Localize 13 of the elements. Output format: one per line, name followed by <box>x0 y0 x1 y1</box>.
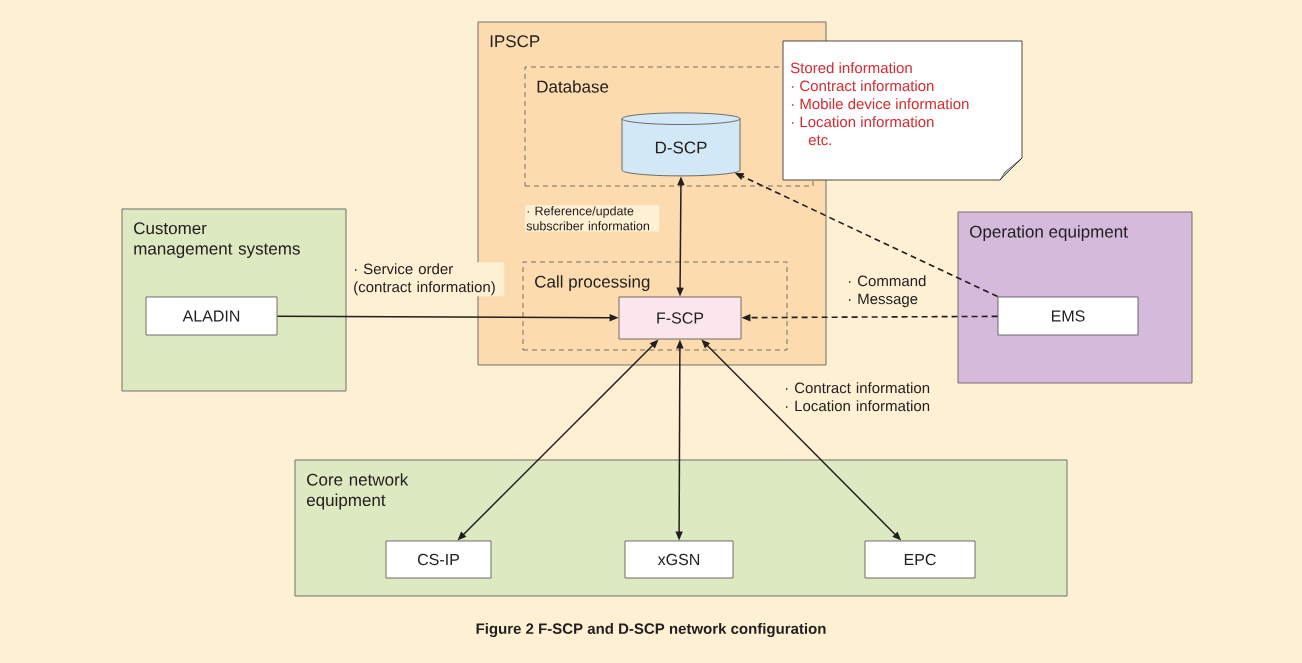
process-box: ALADIN <box>145 296 278 336</box>
edge-label: · Reference/update subscriber information <box>525 205 660 232</box>
figure-caption: Figure 2 F-SCP and D-SCP network configuration <box>476 622 826 637</box>
database-cylinder: D-SCP <box>621 112 741 177</box>
process-box: EPC <box>864 540 976 579</box>
edge-label: · Contract information · Location information <box>783 381 933 413</box>
process-box: xGSN <box>624 540 734 579</box>
note-card: Stored information · Contract information · Mobile device information · Location information etc. <box>782 40 1023 181</box>
edge-label: · Service order (contract information) <box>352 262 505 297</box>
process-box: CS-IP <box>385 540 492 579</box>
process-box: F-SCP <box>618 296 742 340</box>
process-box: EMS <box>997 296 1139 336</box>
edge-label: · Command · Message <box>846 274 930 309</box>
